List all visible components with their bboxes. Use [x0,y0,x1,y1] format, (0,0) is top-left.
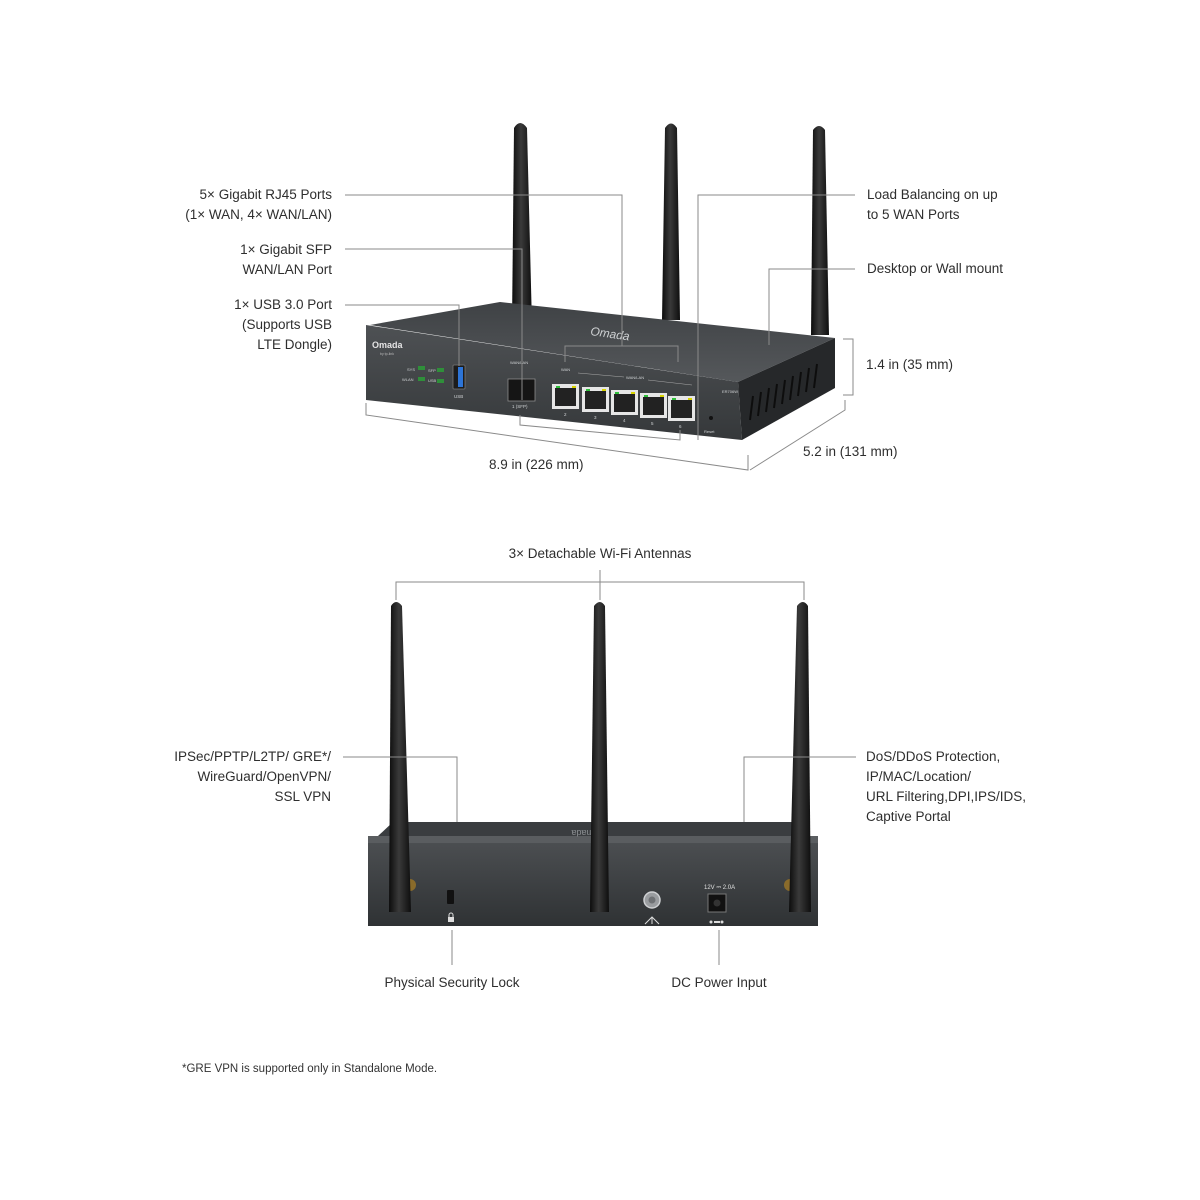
top-callout-lines [345,194,855,471]
led-label-wlan: WLAN [402,377,414,382]
callout-line: IP/MAC/Location/ [866,769,972,784]
callout-antennas: 3× Detachable Wi-Fi Antennas [508,546,692,561]
router-front-chassis: Omada Omada by tp-link SYS SFP WLAN USB … [366,302,835,440]
top-antennas [512,123,829,335]
front-brand-sub: by tp-link [380,352,394,356]
callout-line: WireGuard/OpenVPN/ [197,769,331,784]
led-sfp-icon [437,368,444,372]
sfp-port-label: 1 (SFP) [512,404,528,409]
callout-line: Captive Portal [866,809,951,824]
rj45-port-icon [552,384,579,409]
led-label-sfp: SFP [428,368,436,373]
callout-line: WAN/LAN Port [242,262,332,277]
callout-mounting: Desktop or Wall mount [867,259,1003,279]
callout-line: 1× USB 3.0 Port [234,297,332,312]
dimension-width: 8.9 in (226 mm) [489,457,584,472]
led-sys-icon [418,366,425,370]
callout-line: Desktop or Wall mount [867,261,1004,276]
rj45-port-icon [668,396,695,421]
port-number: 6 [679,424,682,429]
port-number: 4 [623,418,626,423]
callout-line: URL Filtering,DPI,IPS/IDS, [866,789,1027,804]
callout-line: 1× Gigabit SFP [240,242,332,257]
callout-line: SSL VPN [274,789,331,804]
callout-security-lock: Physical Security Lock [384,975,520,990]
ground-symbol-icon [644,916,660,925]
port-number: 5 [651,421,654,426]
wan-header-label: WAN [561,367,570,372]
callout-line: IPSec/PPTP/L2TP/ GRE*/ [174,749,331,764]
led-usb-icon [437,379,444,383]
led-label-sys: SYS [407,367,415,372]
ground-screw-icon [643,891,661,909]
callout-line: DoS/DDoS Protection, [866,749,1001,764]
front-brand-logo: Omada [372,340,404,350]
port-number: 2 [564,412,567,417]
callout-line: (Supports USB [241,317,332,332]
reset-button-icon [709,416,713,420]
sfp-header-label: WAN/LAN [510,360,528,365]
callout-sfp-port: 1× Gigabit SFP WAN/LAN Port [240,240,332,280]
callout-rj45-ports: 5× Gigabit RJ45 Ports (1× WAN, 4× WAN/LA… [185,185,332,225]
callout-load-balancing: Load Balancing on up to 5 WAN Ports [867,185,998,225]
callout-line: LTE Dongle) [257,337,332,352]
power-rating-label: 12V ⎓ 2.0A [704,885,735,891]
footnote: *GRE VPN is supported only in Standalone… [182,1063,438,1075]
rear-top-logo: Omada [571,828,601,838]
callout-vpn: IPSec/PPTP/L2TP/ GRE*/ WireGuard/OpenVPN… [174,747,331,807]
led-label-usb: USB [428,378,437,383]
port-number: 3 [594,415,597,420]
rj45-port-icon [582,387,609,412]
model-label: ER706W [722,389,738,394]
rear-callout-lines [343,570,856,965]
callout-usb-port: 1× USB 3.0 Port (Supports USB LTE Dongle… [234,295,332,355]
led-wlan-icon [418,377,425,381]
dimension-height: 1.4 in (35 mm) [866,357,954,372]
callout-line: (1× WAN, 4× WAN/LAN) [185,207,332,222]
callout-dc-power: DC Power Input [671,975,767,990]
security-lock-slot-icon [447,890,454,904]
rj45-ports [552,384,695,421]
rj45-port-icon [611,390,638,415]
antenna-icon [811,126,829,335]
top-logo: Omada [590,324,631,343]
dc-polarity-icon [709,920,724,924]
callout-line: to 5 WAN Ports [867,207,960,222]
antenna-icon [590,602,609,912]
antenna-icon [512,123,532,325]
wanlan-header-label: WAN/LAN [626,375,644,380]
dimension-depth: 5.2 in (131 mm) [803,444,898,459]
callout-line: 5× Gigabit RJ45 Ports [199,187,332,202]
reset-label: Reset [704,429,715,434]
antenna-icon [662,123,680,320]
lock-icon [448,912,454,922]
callout-security-features: DoS/DDoS Protection, IP/MAC/Location/ UR… [866,747,1026,827]
callout-line: Load Balancing on up [867,187,998,202]
rj45-port-icon [640,393,667,418]
usb-label: USB [454,394,463,399]
